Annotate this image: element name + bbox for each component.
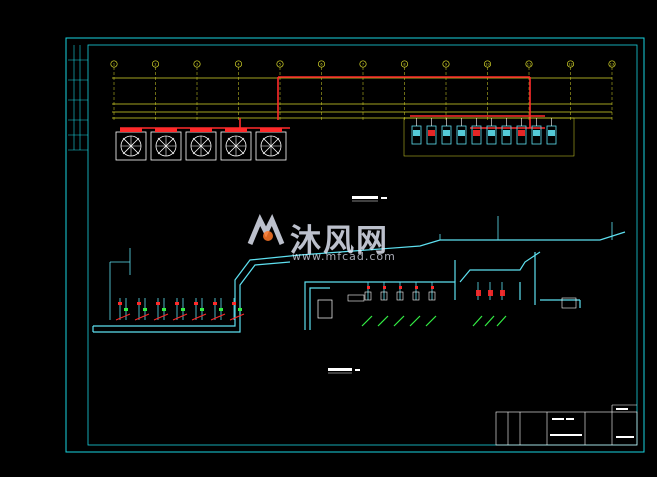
right-system-unit <box>484 282 495 327</box>
mid-system-unit <box>361 282 373 327</box>
plan-unit <box>456 118 467 145</box>
mid-system-unit <box>409 282 421 327</box>
storage-tank <box>317 299 333 319</box>
end-device <box>561 297 577 309</box>
plan-unit <box>486 118 497 145</box>
grid-column: 4 <box>234 60 243 120</box>
title-block <box>495 404 638 446</box>
mid-system-unit <box>393 282 405 327</box>
grid-column-number: 11 <box>527 63 531 67</box>
grid-column-number: 2 <box>154 63 156 67</box>
fan-unit <box>115 128 147 161</box>
inner-border <box>87 44 638 446</box>
left-system-unit <box>229 298 245 321</box>
right-system-unit <box>472 282 483 327</box>
fan-unit <box>150 128 182 161</box>
grid-column: 5 <box>276 60 284 120</box>
grid-column: 7 <box>359 60 367 120</box>
grid-column-number: 4 <box>237 63 240 67</box>
grid-column-number: 1 <box>113 63 115 67</box>
plan-unit <box>471 118 482 145</box>
watermark-brand: 沐风网 <box>290 223 389 259</box>
plan-unit <box>441 118 452 145</box>
grid-column: 12 <box>566 60 575 120</box>
grid-column-number: 12 <box>568 63 572 67</box>
grid-column: 10 <box>483 60 492 120</box>
grid-column-number: 5 <box>279 63 281 67</box>
system-heading <box>328 368 360 374</box>
grid-column: 6 <box>317 60 326 120</box>
mf-logo-icon <box>246 213 288 252</box>
left-system-unit <box>210 298 226 321</box>
fan-units-plan <box>115 128 287 161</box>
plan-building-lines <box>112 77 612 119</box>
left-system-unit <box>115 298 131 321</box>
fan-unit <box>255 128 287 161</box>
fan-unit <box>185 128 217 161</box>
system-units <box>115 282 577 327</box>
plan-unit <box>501 118 512 145</box>
plan-heading <box>352 196 387 202</box>
grid-column: 11 <box>525 60 533 120</box>
plan-unit <box>426 118 437 145</box>
left-system-unit <box>191 298 207 321</box>
right-units-plan <box>403 117 575 157</box>
grid-column-number: 10 <box>485 63 489 67</box>
right-system-unit <box>496 282 507 327</box>
grid-column-number: 8 <box>403 63 405 67</box>
title-block-marks <box>550 408 634 438</box>
watermark-url: www.mfcad.com <box>292 250 396 263</box>
mid-system-unit <box>377 282 389 327</box>
pump-station <box>347 294 365 302</box>
grid-column: 9 <box>442 60 450 120</box>
left-system-unit <box>172 298 188 321</box>
grid-column: 13 <box>608 60 616 120</box>
grid-column-number: 9 <box>445 63 447 67</box>
plan-unit <box>516 118 527 145</box>
hot-pipe-plan <box>120 76 545 129</box>
mid-system-unit <box>425 282 437 327</box>
grid-column-number: 3 <box>196 63 198 67</box>
left-system-unit <box>153 298 169 321</box>
grid-column-number: 6 <box>320 63 322 67</box>
plan-unit <box>531 118 542 145</box>
fan-unit <box>220 128 252 161</box>
plan-unit <box>546 118 557 145</box>
cold-pipe-system <box>92 231 626 333</box>
grid-column: 2 <box>151 60 160 120</box>
binding-strip <box>68 45 88 151</box>
grid-column: 8 <box>400 60 409 120</box>
left-riser <box>109 216 613 320</box>
grid-column-number: 7 <box>362 63 364 67</box>
grid-column: 3 <box>193 60 201 120</box>
plan-unit <box>411 118 422 145</box>
left-system-unit <box>134 298 150 321</box>
outer-border <box>65 37 645 453</box>
grid-column: 1 <box>110 60 118 120</box>
grid-column-number: 13 <box>610 63 614 67</box>
